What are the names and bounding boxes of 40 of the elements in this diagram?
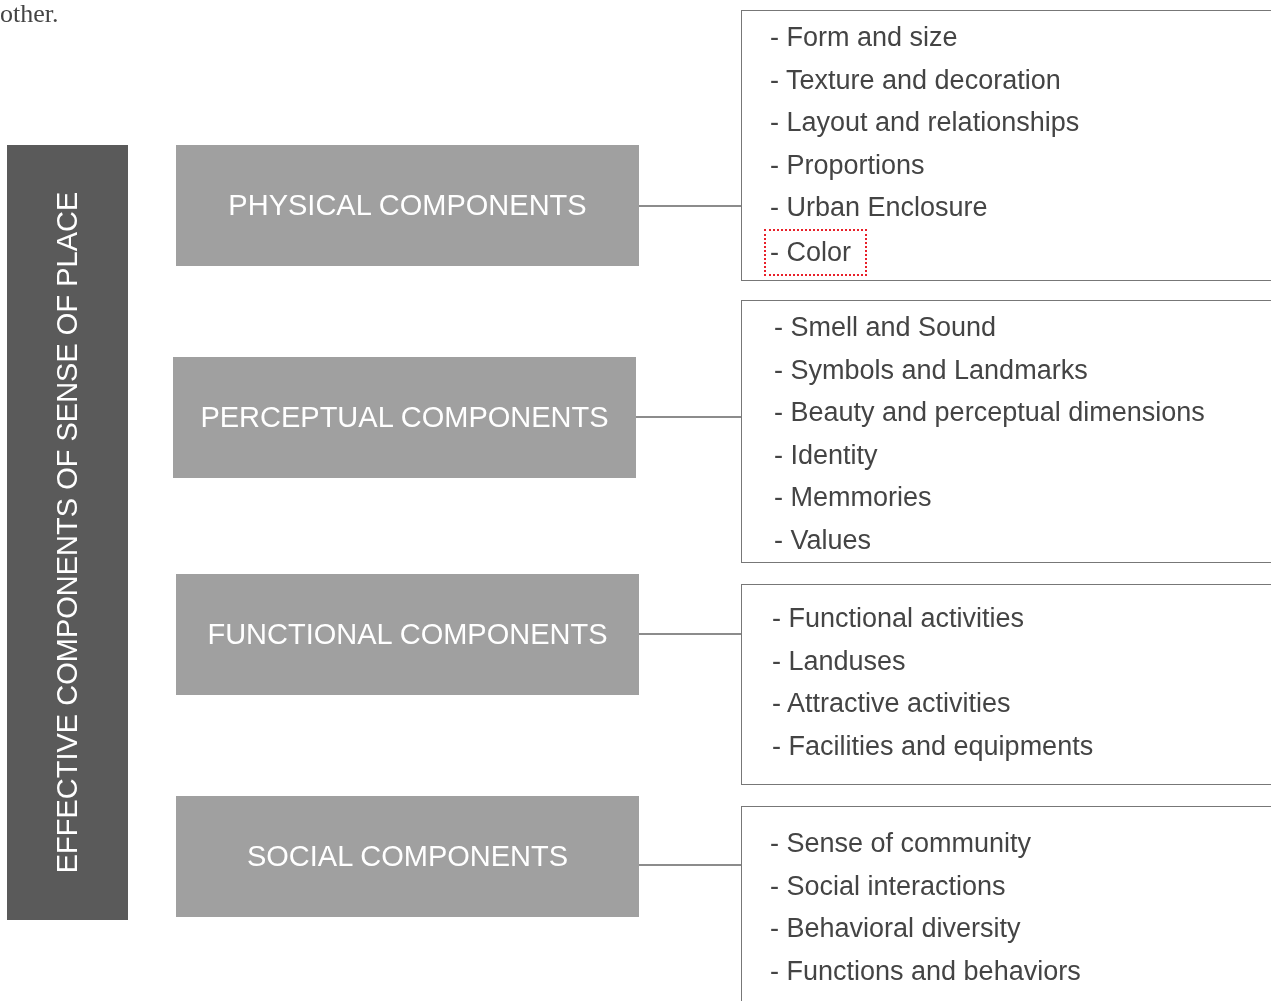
- list-item: - Attractive activities: [772, 687, 1011, 721]
- list-item: - Social interactions: [770, 869, 1006, 903]
- list-box: [741, 300, 1271, 563]
- list-item: - Sense of community: [770, 827, 1032, 860]
- list-box: [741, 806, 1271, 1001]
- list-item: - Beauty and perceptual dimensions: [774, 396, 1205, 430]
- band-title: EFFECTIVE COMPONENTS OF SENSE OF PLACE: [51, 191, 84, 874]
- connector-line: [635, 416, 742, 418]
- list-item: - Smell and Sound: [774, 311, 997, 344]
- category-label: FUNCTIONAL COMPONENTS: [207, 618, 608, 651]
- list-item: - Functional activities: [772, 602, 1025, 635]
- list-item: - Values: [774, 523, 872, 557]
- list-box: [741, 584, 1271, 785]
- category-box: [176, 574, 639, 695]
- list-item: - Form and size: [770, 21, 958, 54]
- category-box: [176, 796, 639, 917]
- category-label: PHYSICAL COMPONENTS: [228, 189, 587, 222]
- list-box: [741, 10, 1271, 281]
- list-item: - Memmories: [774, 481, 932, 515]
- list-item: - Color: [770, 235, 851, 269]
- category-label: PERCEPTUAL COMPONENTS: [200, 401, 609, 434]
- list-item: - Symbols and Landmarks: [774, 353, 1088, 387]
- list-item: - Texture and decoration: [770, 63, 1061, 97]
- list-item: - Behavioral diversity: [770, 912, 1021, 946]
- connector-line: [638, 633, 742, 635]
- list-item: - Urban Enclosure: [770, 191, 988, 225]
- list-item: - Landuses: [772, 644, 906, 678]
- category-label: SOCIAL COMPONENTS: [246, 840, 569, 873]
- category-box: [176, 145, 639, 266]
- list-item: - Identity: [774, 438, 878, 472]
- title-band: [7, 145, 128, 920]
- list-item: - Layout and relationships: [770, 106, 1080, 140]
- connector-line: [638, 205, 742, 207]
- connector-line: [638, 864, 742, 866]
- highlight-box: [764, 228, 867, 276]
- list-item: - Proportions: [770, 148, 925, 182]
- note-text: other.: [0, 1, 59, 27]
- list-item: - Functions and behaviors: [770, 954, 1081, 988]
- list-item: - Facilities and equipments: [772, 729, 1094, 763]
- category-box: [173, 357, 636, 478]
